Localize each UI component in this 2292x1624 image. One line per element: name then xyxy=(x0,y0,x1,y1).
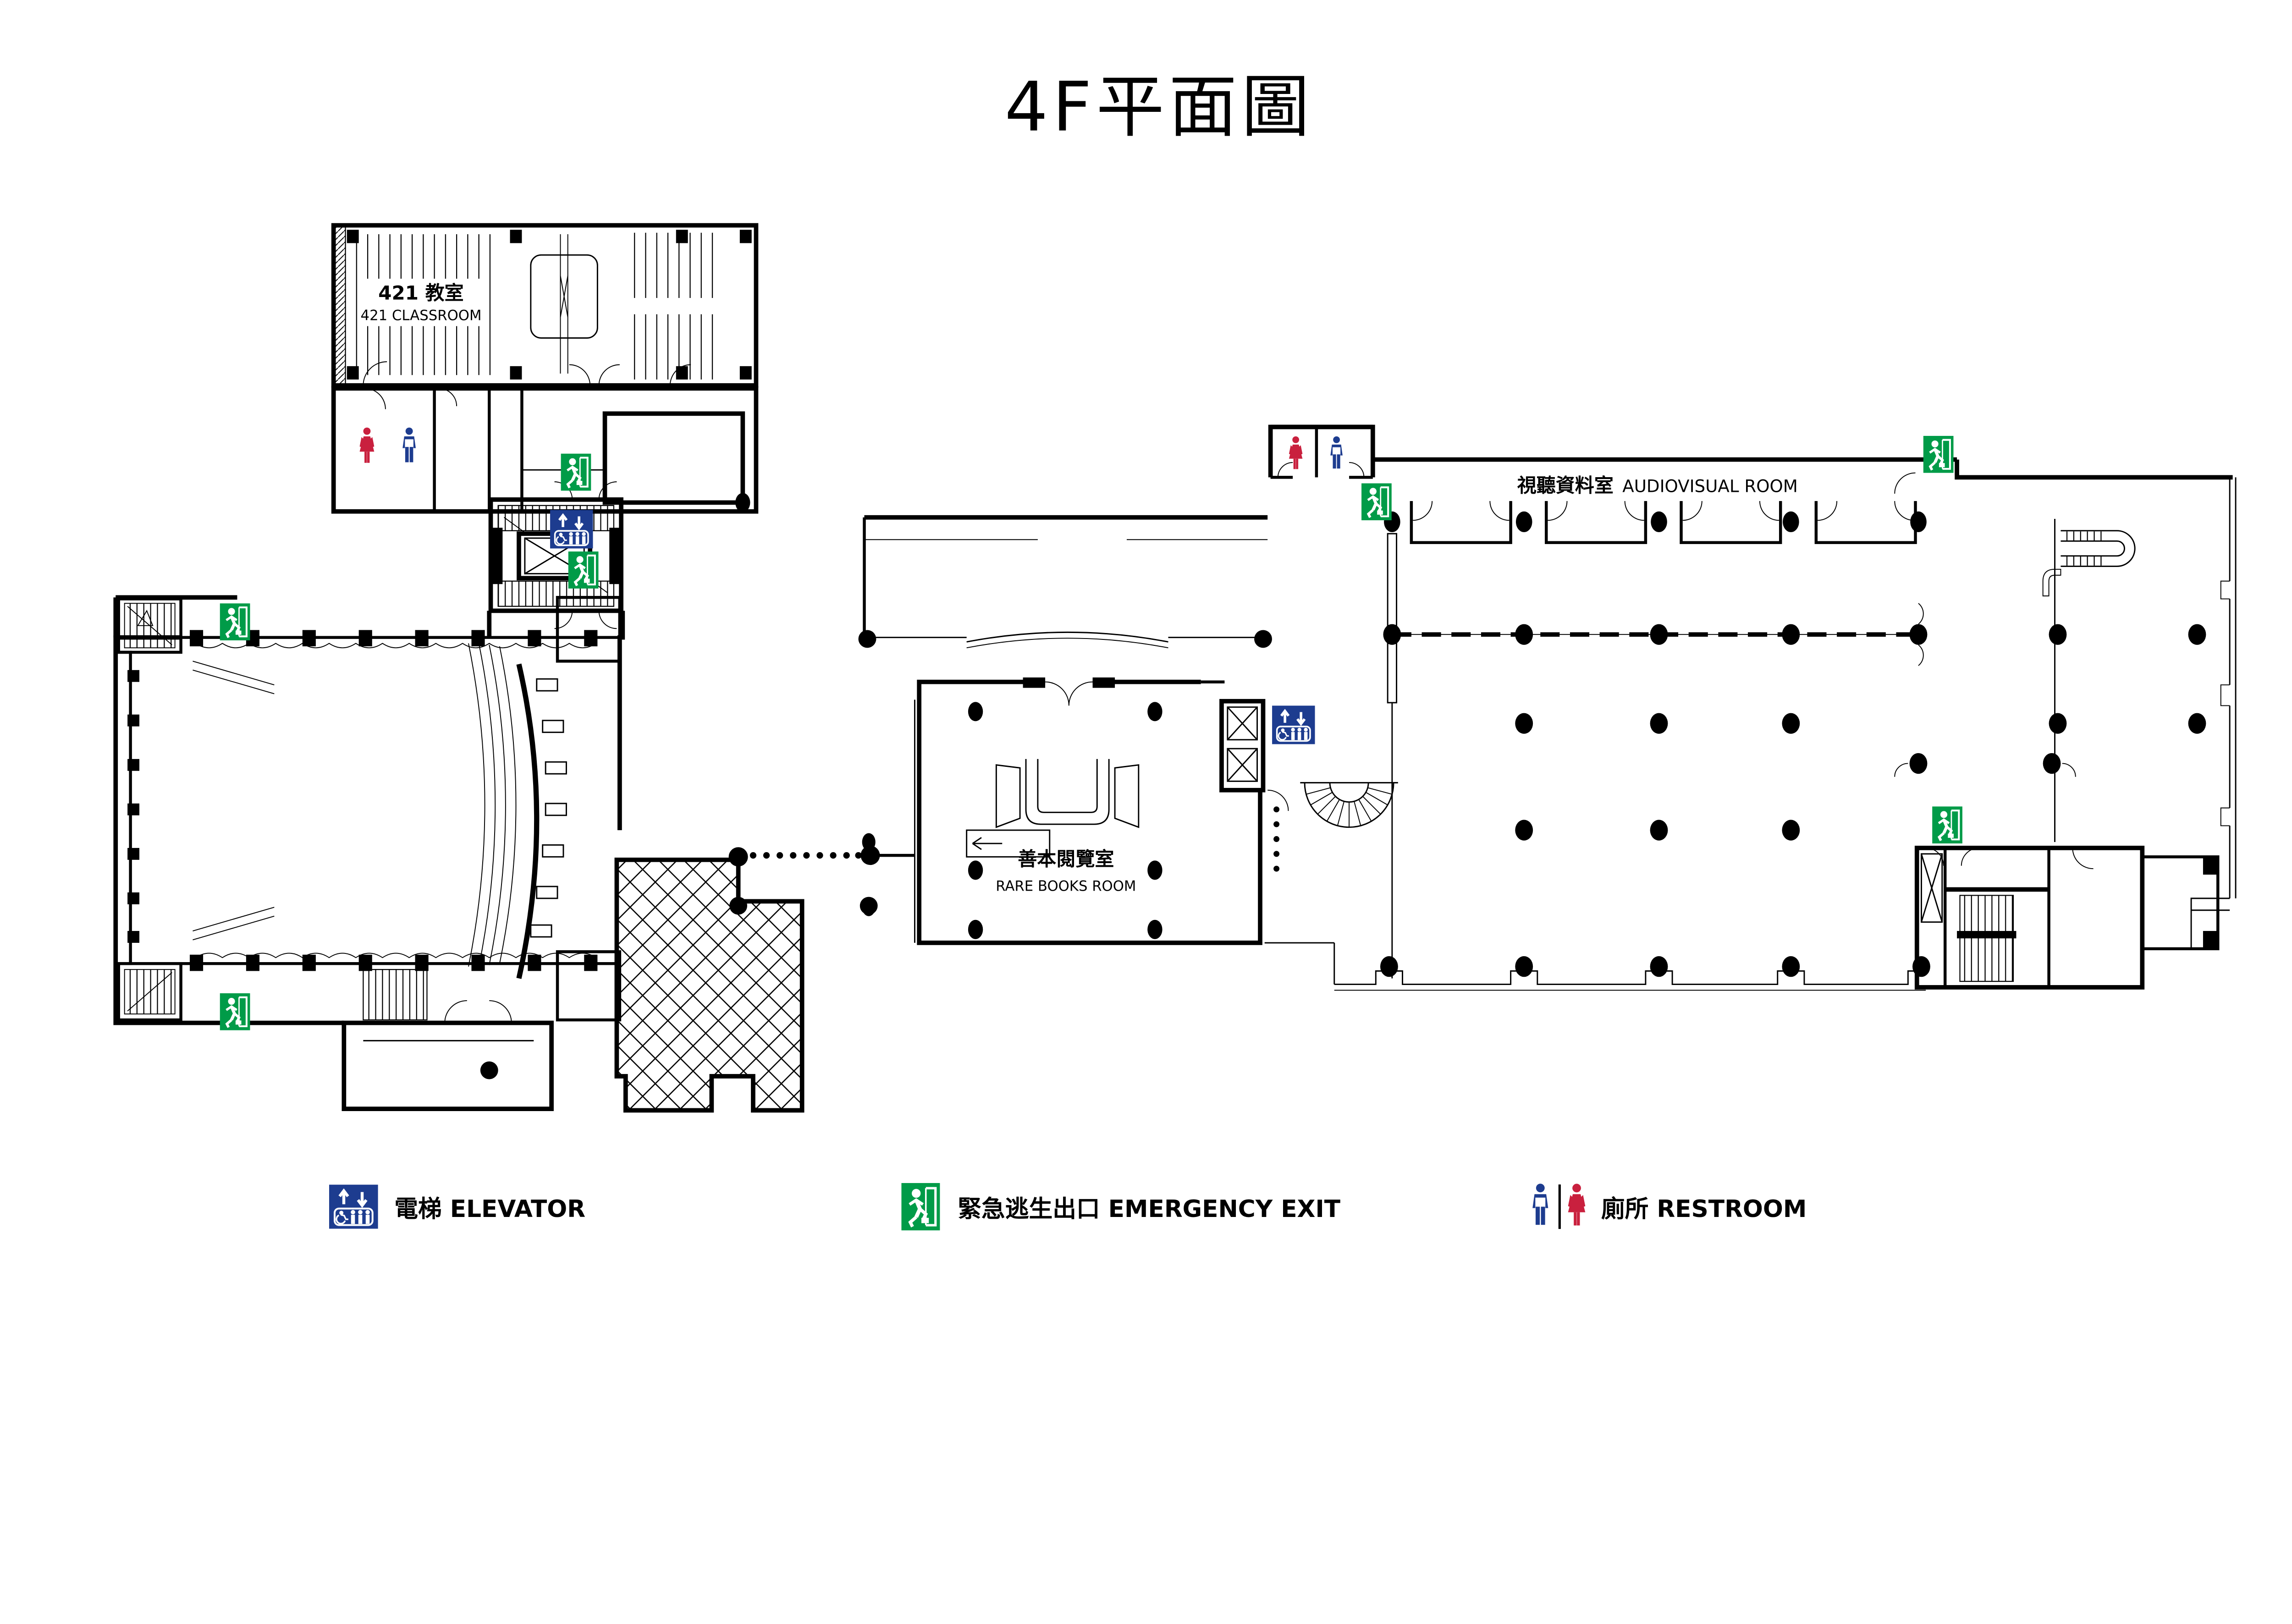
west-window-wall xyxy=(1387,533,1398,979)
male-figure-icon xyxy=(402,427,416,462)
floor-plan-canvas: 4F平面圖 421 教室 421 CLA xyxy=(113,67,2237,1231)
left-building-wing: 421 教室 421 CLASSROOM xyxy=(113,223,915,1113)
rare-books-label-en: RARE BOOKS ROOM xyxy=(996,878,1136,895)
auditorium-left-wall-columns xyxy=(127,670,140,943)
auditorium-hall xyxy=(113,595,625,1111)
classroom-columns xyxy=(347,230,752,380)
stair-elevator-core xyxy=(488,454,623,629)
emergency-exit-icon xyxy=(568,551,599,589)
hairpin-stair xyxy=(2042,530,2136,597)
classroom-label-en: 421 CLASSROOM xyxy=(361,308,482,324)
legend-exit-label: 緊急逃生出口 EMERGENCY EXIT xyxy=(958,1195,1340,1223)
south-stair xyxy=(363,969,428,1021)
hatched-terrace xyxy=(614,846,915,1113)
female-figure-icon xyxy=(359,427,375,463)
south-facade xyxy=(1264,942,1926,991)
elevator-shafts xyxy=(1219,699,1315,793)
elevator-icon xyxy=(1272,705,1315,744)
dotted-wall xyxy=(1273,806,1280,872)
emergency-exit-icon xyxy=(1932,806,1962,843)
classroom-seating-rows-right-lower xyxy=(631,314,715,380)
elevator-icon xyxy=(329,1185,378,1229)
lobby-curved-wall xyxy=(966,631,1168,643)
legend-elevator-label: 電梯 ELEVATOR xyxy=(394,1195,585,1223)
rare-books-label-zh: 善本閱覽室 xyxy=(1018,848,1114,870)
classroom-podium xyxy=(530,254,598,339)
emergency-exit-icon xyxy=(220,603,250,640)
emergency-exit-icon xyxy=(901,1183,940,1230)
page-title: 4F平面圖 xyxy=(1005,68,1314,147)
elevator-icon xyxy=(550,510,593,549)
legend: 電梯 ELEVATOR 緊急逃生出口 EMERGENCY EXIT 廁所 RES… xyxy=(329,1183,1807,1230)
column-grid xyxy=(1380,624,2206,977)
auditorium-columns xyxy=(189,630,598,971)
east-wing xyxy=(2042,477,2237,949)
male-figure-icon xyxy=(1330,436,1343,469)
female-figure-icon xyxy=(1568,1184,1586,1226)
classroom-421: 421 教室 421 CLASSROOM xyxy=(331,223,759,388)
legend-elevator: 電梯 ELEVATOR xyxy=(329,1185,585,1229)
rare-books-building: 善本閱覽室 RARE BOOKS ROOM xyxy=(858,515,1398,945)
emergency-exit-icon xyxy=(220,993,250,1030)
legend-emergency-exit: 緊急逃生出口 EMERGENCY EXIT xyxy=(901,1183,1341,1230)
emergency-exit-icon xyxy=(561,454,591,491)
male-figure-icon xyxy=(1532,1184,1548,1225)
entry-double-door xyxy=(1045,681,1093,706)
legend-restroom: 廁所 RESTROOM xyxy=(1532,1184,1807,1229)
semicircular-stair xyxy=(1300,782,1398,828)
emergency-exit-icon xyxy=(1923,436,1954,473)
audiovisual-rooms xyxy=(1384,501,1927,544)
rare-books-room: 善本閱覽室 RARE BOOKS ROOM xyxy=(862,677,1262,945)
southeast-core xyxy=(1914,806,2220,990)
auditorium-curved-rows xyxy=(468,643,540,979)
classroom-label-zh: 421 教室 xyxy=(378,281,463,304)
emergency-exit-icon xyxy=(1361,483,1392,520)
stage-pilasters xyxy=(530,678,567,938)
dotted-colonnade xyxy=(749,852,862,859)
restroom-block-right xyxy=(1268,424,1375,479)
circulation-counter xyxy=(966,759,1140,858)
female-figure-icon xyxy=(1289,436,1303,469)
legend-restroom-label: 廁所 RESTROOM xyxy=(1601,1195,1807,1223)
classroom-seating-rows-right-upper xyxy=(631,232,715,298)
restroom-block-left xyxy=(331,386,759,514)
rare-books-columns xyxy=(862,702,1163,939)
